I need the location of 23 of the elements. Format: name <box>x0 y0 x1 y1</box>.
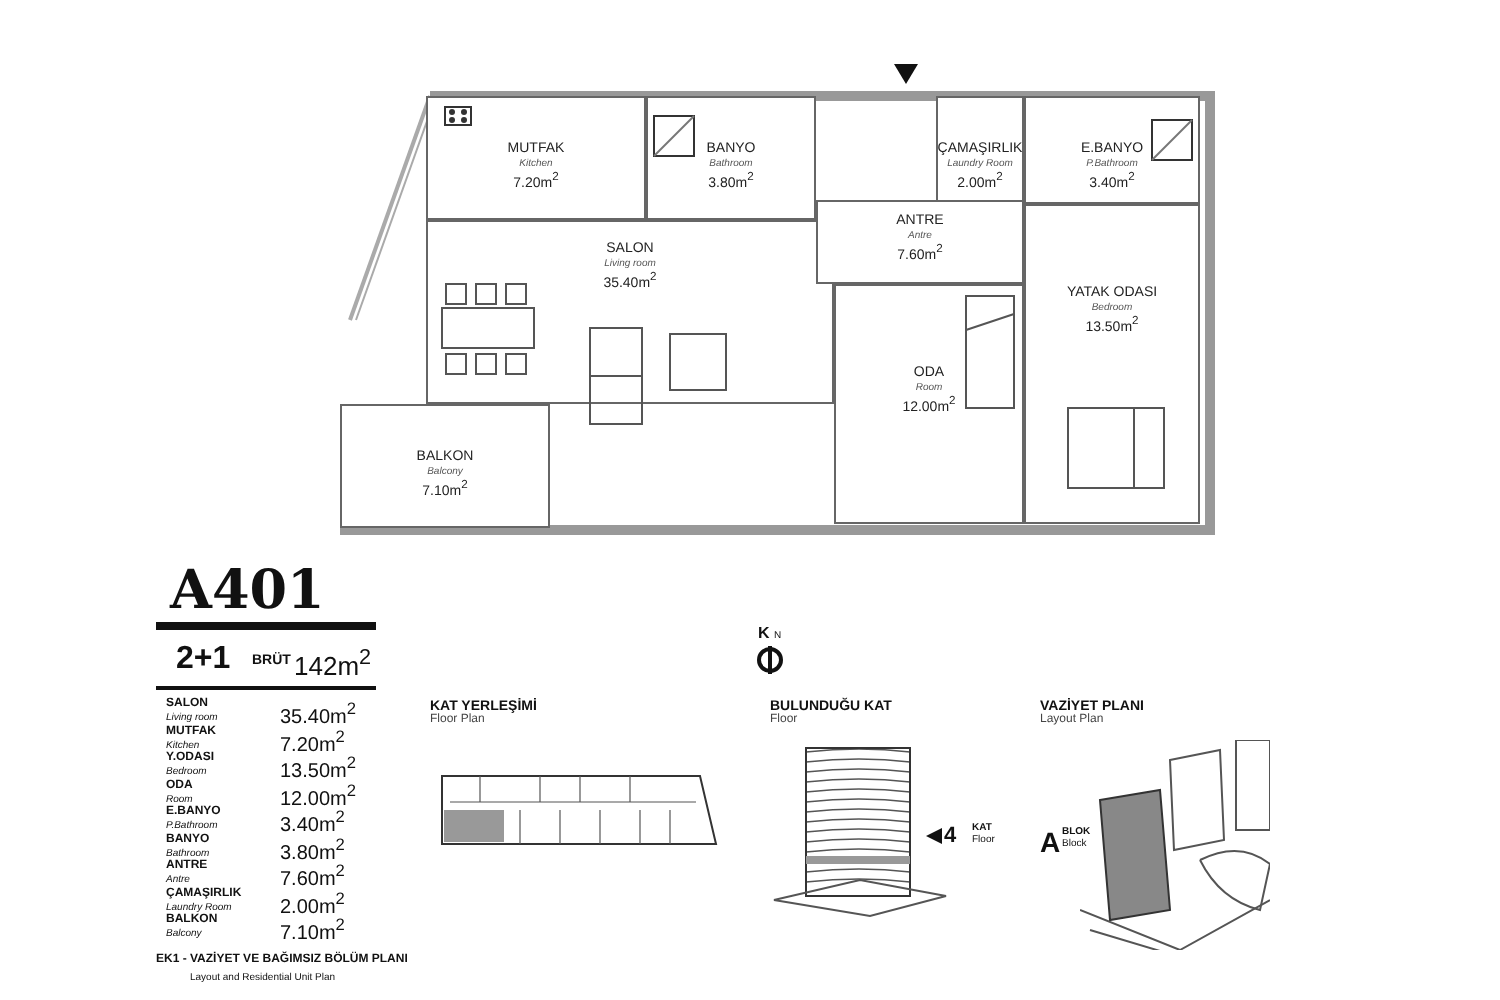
room-area <box>816 200 1024 284</box>
table-room-area: 3.40m$^{2}$ <box>280 806 345 837</box>
room-area <box>646 96 816 220</box>
room-area <box>1024 204 1200 524</box>
room-area <box>426 96 646 220</box>
table-room-area: 7.60m$^{2}$ <box>280 860 345 891</box>
room-area <box>834 284 1024 524</box>
table-room-area: 35.40m$^{2}$ <box>280 698 356 729</box>
table-room-area: 13.50m$^{2}$ <box>280 752 356 783</box>
table-room-area: 2.00m$^{2}$ <box>280 887 345 918</box>
room-area <box>936 96 1024 204</box>
room-type: 2+1 <box>176 642 231 676</box>
gross-area: 142m$^{2}$ <box>294 644 372 681</box>
room-area <box>340 404 550 528</box>
table-room-area: 7.20m$^{2}$ <box>280 725 345 756</box>
block-letter: A <box>1040 828 1061 858</box>
north-letter: K <box>758 624 770 642</box>
table-room-area: 3.80m$^{2}$ <box>280 833 345 864</box>
floor-number: 4 <box>944 824 957 848</box>
table-room-area: 12.00m$^{2}$ <box>280 779 356 810</box>
unit-title: A401 <box>170 560 325 622</box>
table-room-area: 7.10m$^{2}$ <box>280 914 345 945</box>
room-area <box>1024 96 1200 204</box>
